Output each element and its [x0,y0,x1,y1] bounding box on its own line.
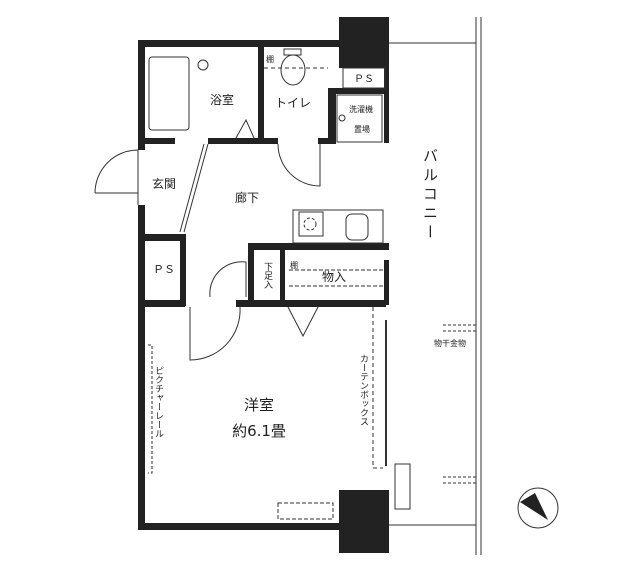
stove [298,211,324,237]
balcony-railing [475,17,482,555]
laundry-space [336,94,383,143]
room-door [189,306,241,361]
entrance-door [94,149,139,205]
ps-top-box [342,67,386,89]
label-shelf-closet: 棚 [290,260,298,270]
pillar-bottom [339,490,389,553]
picture-rail-line [148,344,153,474]
toilet-door [277,143,321,187]
label-laundry-hanger: 物干金物 [434,338,466,348]
compass [517,487,559,529]
label-picture-rail: ピクチャーレール [153,366,164,438]
pillar-top [339,17,389,68]
label-room-size: 約6.1畳 [232,422,286,440]
label-balcony: バルコニー [421,148,439,243]
curtain-box-line [372,307,383,469]
aircon [277,502,334,520]
north-arrow-icon [520,493,548,520]
walls [138,17,389,553]
label-entrance: 玄関 [152,176,176,191]
label-curtain-box: カーテンボックス [358,354,369,426]
laundry-hanger-marks [443,324,476,484]
bath-door [179,143,209,233]
label-bath: 浴室 [210,92,234,107]
closet-shelf [289,269,385,287]
outdoor-unit [394,463,411,510]
label-toilet: トイレ [275,96,311,110]
label-closet: 物入 [322,270,346,284]
hall-door [209,261,247,298]
kitchen-sink [345,213,369,241]
bathtub [148,56,190,131]
bath-sink [197,59,209,71]
label-ps-bottom: ＰＳ [153,263,175,276]
label-ps-top: ＰＳ [354,74,374,85]
label-shelf-top: 棚 [266,54,274,64]
label-western-room: 洋室 [244,396,274,414]
label-hallway: 廊下 [235,190,259,205]
kitchen-counter [292,209,384,244]
label-laundry-1: 洗濯機 [349,104,373,114]
toilet-bowl [280,54,306,86]
label-laundry-2: 置場 [354,124,370,134]
closet-door [287,306,319,338]
label-shoe-storage: 下足入 [262,262,273,289]
